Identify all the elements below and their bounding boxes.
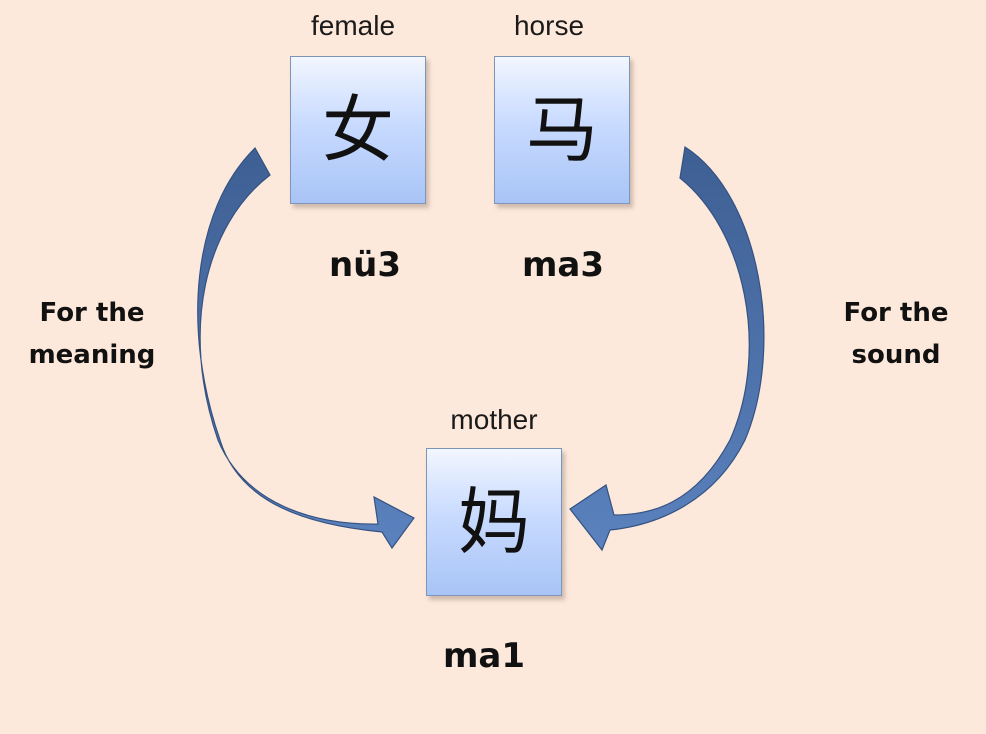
female-character: 女 <box>321 88 394 172</box>
meaning-label: For the meaning <box>0 292 192 376</box>
mother-character: 妈 <box>457 480 530 564</box>
female-gloss: female <box>310 10 396 41</box>
mother-pinyin: ma1 <box>442 636 526 676</box>
sound-arrow <box>569 146 765 552</box>
sound-label: For the sound <box>796 292 986 376</box>
female-pinyin: nü3 <box>328 245 402 285</box>
horse-character: 马 <box>525 88 598 172</box>
meaning-label-line-2: meaning <box>28 340 156 370</box>
female-char-box: 女 <box>290 56 426 204</box>
mother-gloss: mother <box>450 404 538 435</box>
horse-char-box: 马 <box>494 56 630 204</box>
sound-label-line-2: sound <box>851 340 941 370</box>
horse-pinyin: ma3 <box>521 245 605 285</box>
meaning-arrow <box>197 147 415 550</box>
meaning-label-line-1: For the <box>39 298 145 328</box>
horse-gloss: horse <box>513 10 585 41</box>
sound-label-line-1: For the <box>843 298 949 328</box>
mother-char-box: 妈 <box>426 448 562 596</box>
